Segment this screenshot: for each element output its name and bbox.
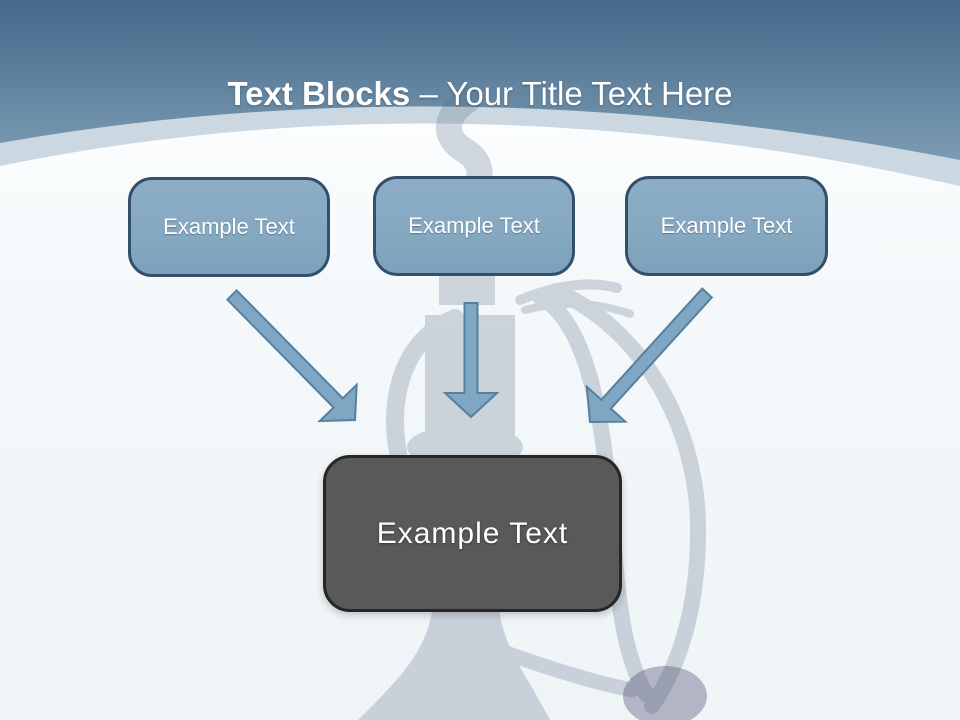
hose-end-blob bbox=[623, 666, 707, 720]
center-block: Example Text bbox=[323, 455, 622, 612]
slide-title-emphasis: Text Blocks bbox=[227, 75, 411, 113]
text-block-3-label: Example Text bbox=[660, 213, 793, 238]
arrow-down-icon bbox=[442, 302, 500, 419]
text-block-1: Example Text bbox=[128, 177, 330, 277]
arrow-down-right-icon bbox=[225, 288, 358, 423]
slide-title-rest: – Your Title Text Here bbox=[419, 75, 733, 113]
center-block-label: Example Text bbox=[376, 516, 569, 550]
text-block-1-label: Example Text bbox=[163, 214, 295, 239]
slide-title: Text Blocks – Your Title Text Here bbox=[0, 74, 960, 114]
text-block-3: Example Text bbox=[625, 176, 828, 276]
arrow-down-left-icon bbox=[585, 287, 714, 424]
text-block-2-label: Example Text bbox=[408, 213, 540, 238]
text-block-2: Example Text bbox=[373, 176, 575, 276]
